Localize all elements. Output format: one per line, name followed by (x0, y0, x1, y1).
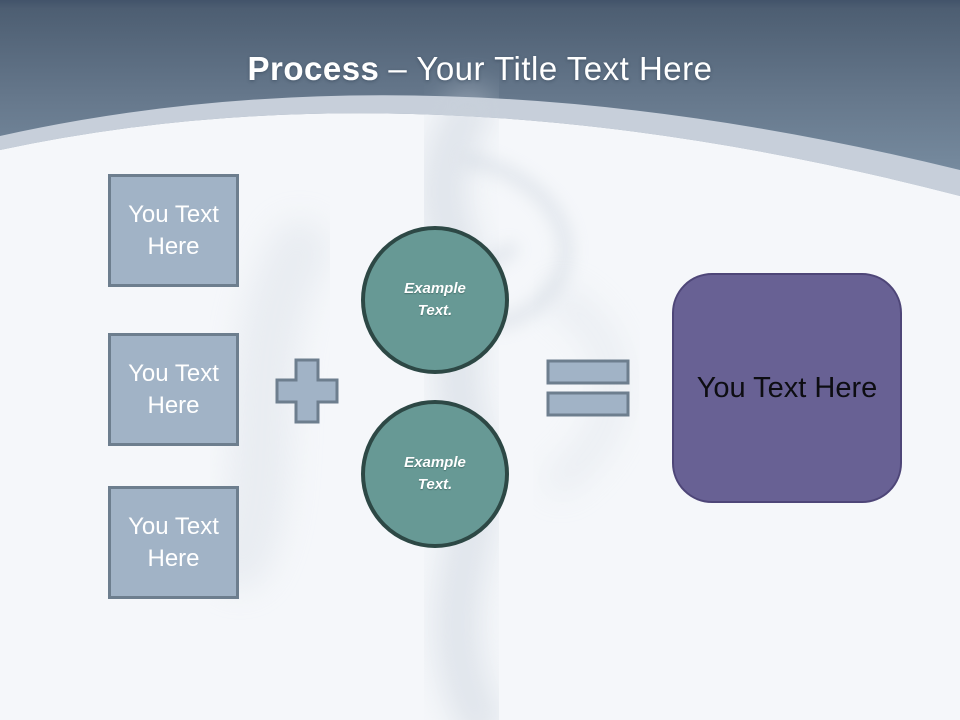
plus-icon (275, 358, 339, 424)
slide-title: Process– Your Title Text Here (0, 50, 960, 88)
example-circle-1-label: Example Text. (404, 280, 466, 319)
result-box-label: You Text Here (696, 371, 878, 404)
title-emphasis: Process (247, 50, 380, 87)
input-box-2: You Text Here (108, 333, 239, 446)
input-box-3-label: You Text Here (128, 512, 219, 572)
title-rest: – Your Title Text Here (388, 50, 713, 87)
input-box-2-label: You Text Here (128, 359, 219, 419)
input-box-3: You Text Here (108, 486, 239, 599)
input-box-1: You Text Here (108, 174, 239, 287)
equals-icon (546, 359, 630, 417)
input-box-1-label: You Text Here (128, 200, 219, 260)
result-box: You Text Here (672, 273, 902, 503)
example-circle-2-label: Example Text. (404, 454, 466, 493)
example-circle-1: Example Text. (361, 226, 509, 374)
example-circle-2: Example Text. (361, 400, 509, 548)
